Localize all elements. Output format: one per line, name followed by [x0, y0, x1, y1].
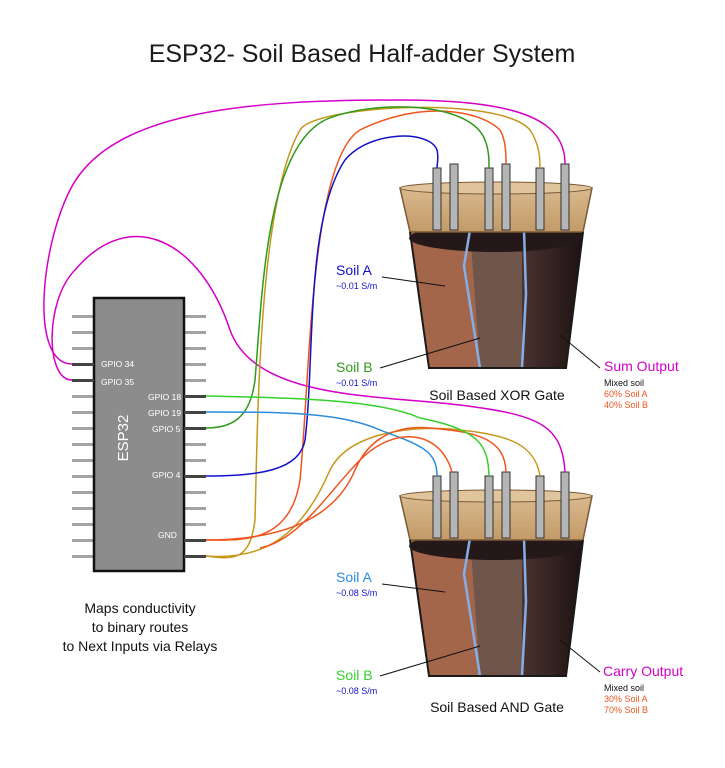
xor-soil-a	[410, 232, 480, 368]
pin-label-gpio35: GPIO 35	[101, 377, 134, 387]
esp32-board	[92, 296, 186, 573]
pin-label-gnd: GND	[158, 530, 177, 540]
and-soil-a-label: Soil A	[336, 569, 372, 585]
esp32-right-pins	[184, 315, 206, 558]
and-output-pointer	[559, 639, 601, 673]
and-output-mix-a: 30% Soil A	[604, 694, 648, 704]
and-output-mix-b: 70% Soil B	[604, 705, 648, 715]
and-soil-b	[470, 540, 522, 676]
and-soil-b-conductivity: ~0.08 S/m	[336, 686, 377, 696]
pin-label-gpio19: GPIO 19	[148, 408, 181, 418]
and-soil-b-pointer	[379, 645, 481, 677]
wire-gnd-xor-mid	[205, 110, 507, 541]
esp32-left-pins	[72, 315, 94, 558]
wire-gpio19-and	[205, 411, 438, 477]
xor-output-pointer	[559, 334, 601, 369]
and-divider-right	[520, 537, 528, 677]
pin-label-gpio34: GPIO 34	[101, 359, 134, 369]
xor-soil-a-label: Soil A	[336, 262, 372, 278]
esp32-label: ESP32	[115, 415, 132, 462]
xor-soil-b-pointer	[379, 337, 481, 369]
xor-output-label: Sum Output	[604, 358, 679, 374]
xor-gate-label: Soil Based XOR Gate	[429, 387, 565, 403]
xor-output-mix-b: 40% Soil B	[604, 400, 648, 410]
page-title: ESP32- Soil Based Half-adder System	[149, 40, 576, 68]
xor-electrodes	[432, 163, 570, 231]
and-soil-a-pointer	[381, 583, 446, 593]
xor-soil-b	[470, 232, 522, 368]
wire-gnd-and-mid	[205, 426, 507, 541]
wire-gpio4-xor	[205, 135, 439, 477]
xor-soil-b-conductivity: ~0.01 S/m	[336, 378, 377, 388]
esp32-active-pins	[72, 363, 206, 558]
pin-label-gpio18: GPIO 18	[148, 392, 181, 402]
and-pot	[399, 471, 593, 677]
xor-soil-b-label: Soil B	[336, 359, 373, 375]
wire-gpio18-and	[205, 395, 490, 477]
esp32-caption-line-3: to Next Inputs via Relays	[63, 638, 218, 654]
and-soil-a	[410, 540, 480, 676]
pin-label-gpio4: GPIO 4	[152, 470, 181, 480]
xor-output-mix-title: Mixed soil	[604, 378, 644, 388]
wire-gpio34-xor-output	[43, 99, 566, 365]
esp32-caption-line-2: to binary routes	[92, 619, 189, 635]
xor-output-mix-a: 60% Soil A	[604, 389, 648, 399]
wire-and-electrode2	[259, 436, 453, 549]
xor-pot	[399, 163, 593, 369]
and-soil-a-conductivity: ~0.08 S/m	[336, 588, 377, 598]
xor-soil-a-conductivity: ~0.01 S/m	[336, 281, 377, 291]
and-output-mix-title: Mixed soil	[604, 683, 644, 693]
xor-soil-output	[522, 232, 583, 368]
and-divider-left	[462, 537, 482, 677]
and-gate-label: Soil Based AND Gate	[430, 699, 564, 715]
pin-label-gpio5: GPIO 5	[152, 424, 181, 434]
xor-divider-right	[520, 229, 528, 369]
and-soil-b-label: Soil B	[336, 667, 373, 683]
wire-gpio5-xor	[205, 106, 490, 429]
and-output-label: Carry Output	[603, 663, 683, 679]
wire-gnd-xor-right	[205, 106, 541, 559]
and-soil-output	[522, 540, 583, 676]
esp32-caption-line-1: Maps conductivity	[84, 600, 195, 616]
wire-gpio35-and-output	[51, 235, 566, 473]
xor-soil-a-pointer	[381, 276, 446, 287]
xor-divider-left	[462, 229, 482, 369]
